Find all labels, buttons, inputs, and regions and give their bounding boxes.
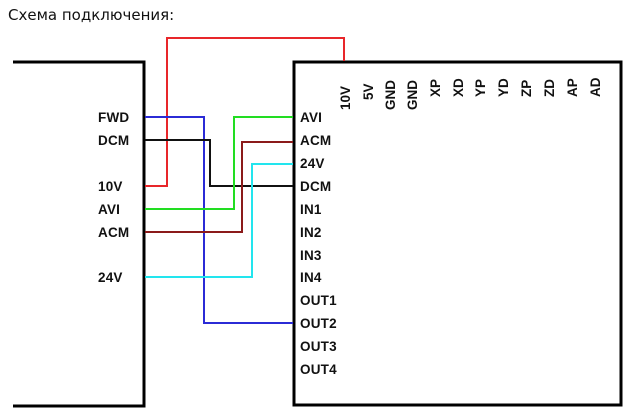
left-terminal-acm: ACM	[98, 225, 130, 240]
wire-avi	[145, 116, 293, 210]
left-terminal-fwd: FWD	[98, 110, 130, 125]
right-terminal-out3: OUT3	[300, 339, 337, 354]
right-terminal-dcm: DCM	[300, 179, 332, 194]
right-terminal-in1: IN1	[300, 202, 322, 217]
left-terminal-10v: 10V	[98, 179, 123, 194]
top-terminal-gnd-1: GND	[383, 80, 398, 110]
top-terminal-yp: YP	[473, 78, 488, 97]
left-terminal-avi: AVI	[98, 202, 121, 217]
right-terminal-out2: OUT2	[300, 316, 337, 331]
top-terminal-ad: AD	[588, 77, 603, 98]
top-terminal-5v: 5V	[361, 83, 376, 100]
left-device-outline	[13, 60, 146, 408]
top-terminal-xp: XP	[428, 78, 443, 97]
top-terminal-zd: ZD	[542, 79, 557, 97]
wire-10v	[145, 37, 345, 187]
top-terminal-gnd-2: GND	[405, 80, 420, 110]
right-terminal-avi: AVI	[300, 110, 323, 125]
right-terminal-out1: OUT1	[300, 293, 337, 308]
right-terminal-in4: IN4	[300, 270, 322, 285]
left-terminal-dcm: DCM	[98, 133, 130, 148]
top-terminal-yd: YD	[496, 78, 511, 97]
diagram-title: Схема подключения:	[8, 6, 175, 24]
right-terminal-acm: ACM	[300, 133, 332, 148]
wire-24v	[145, 163, 293, 278]
right-terminal-24v: 24V	[300, 156, 325, 171]
top-terminal-xd: XD	[451, 78, 466, 97]
top-terminal-ap: AP	[565, 78, 580, 97]
right-terminal-in3: IN3	[300, 248, 322, 263]
right-device-outline	[292, 60, 623, 407]
left-terminal-24v: 24V	[98, 270, 123, 285]
top-terminal-zp: ZP	[519, 79, 534, 97]
wire-acm	[145, 141, 293, 233]
right-terminal-out4: OUT4	[300, 362, 337, 377]
wire-fwd-out2	[145, 116, 293, 324]
right-terminal-in2: IN2	[300, 225, 322, 240]
top-terminal-10v: 10V	[338, 85, 353, 110]
